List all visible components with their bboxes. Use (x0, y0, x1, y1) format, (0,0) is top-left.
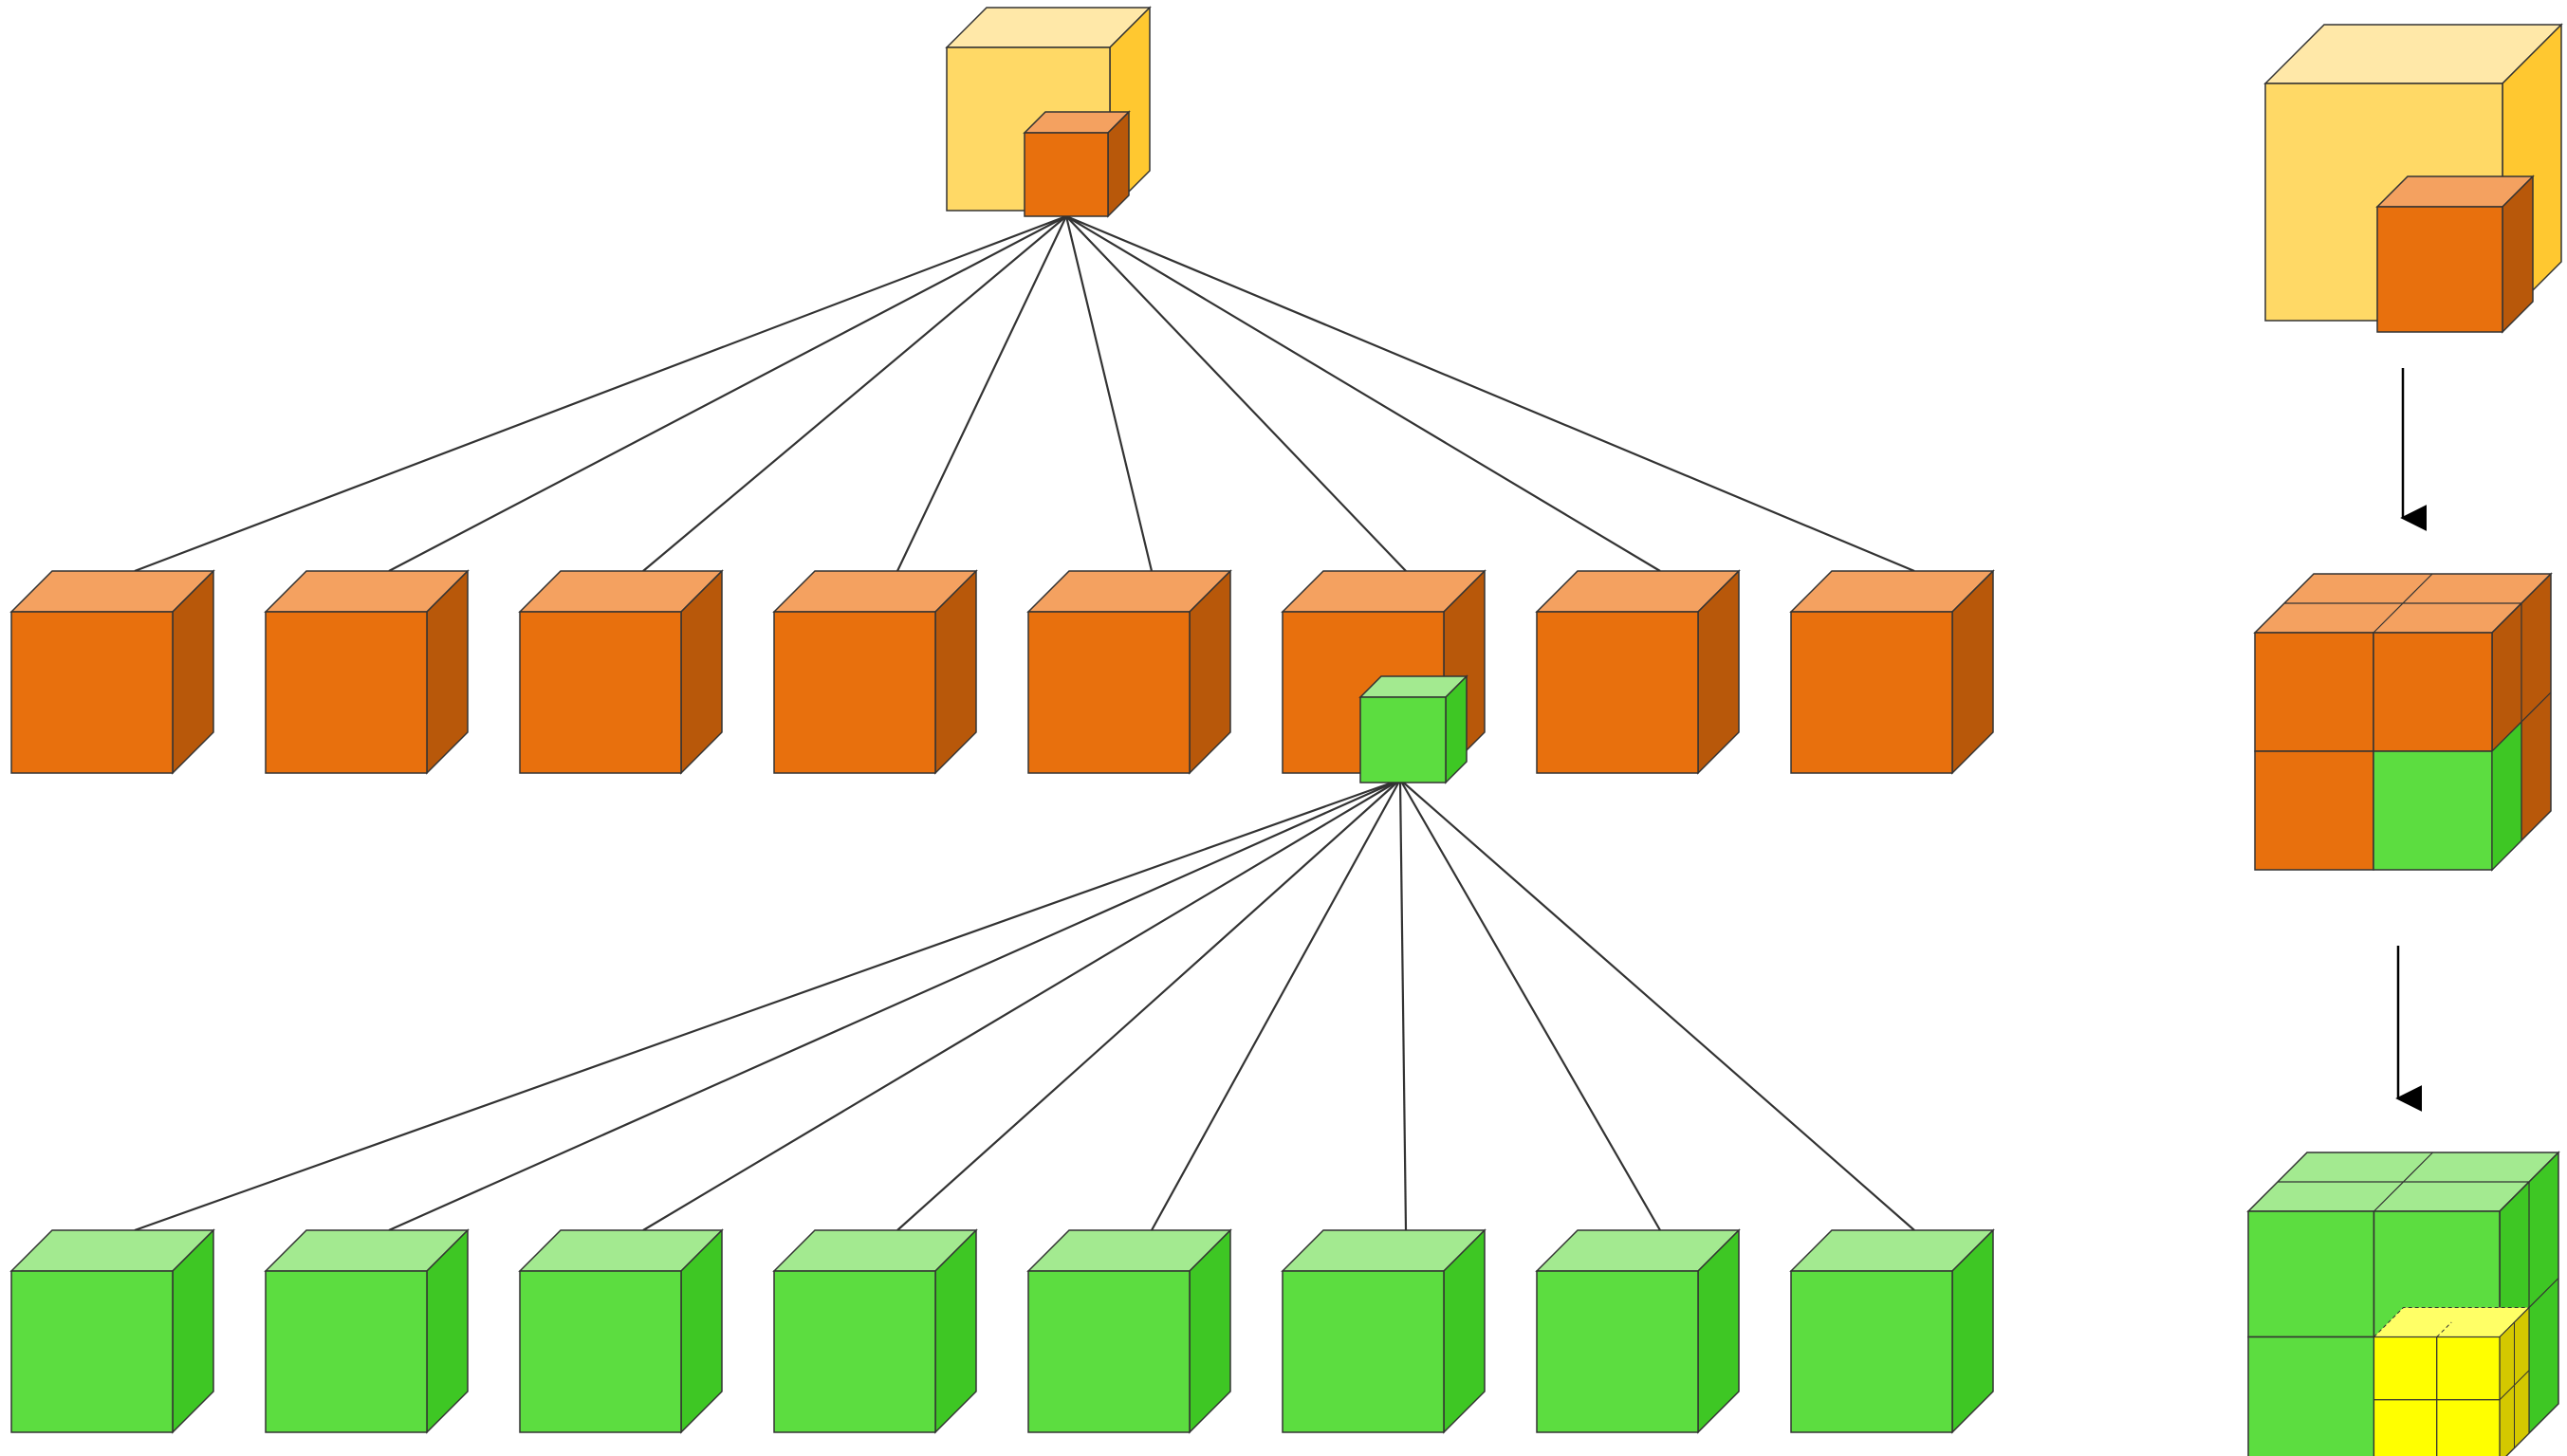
root-inner-cube-hidden-edges (1024, 111, 1129, 134)
level2-cube-6 (1281, 1228, 1487, 1434)
connector-node-to-child-6 (1398, 779, 1408, 1231)
connector-root-to-node-6 (1065, 215, 1407, 572)
level2-cube-7 (1535, 1228, 1741, 1434)
level2-cube-8 (1789, 1228, 1995, 1434)
level2-cube-4 (772, 1228, 978, 1434)
step3-yellow-cell-1 (2373, 1336, 2438, 1401)
connector-root-to-node-2 (388, 215, 1067, 572)
level1-cube-8 (1789, 569, 1995, 775)
level1-cube-4 (772, 569, 978, 775)
step3-yellow-top-split (2436, 1321, 2452, 1337)
step3-octant-bl (2247, 1336, 2375, 1456)
step3-octant-tl (2247, 1210, 2375, 1338)
step2-octant-tl (2254, 632, 2374, 752)
level2-cube-3 (518, 1228, 724, 1434)
step2-octant-br-green (2373, 750, 2493, 871)
connector-root-to-node-1 (134, 214, 1067, 573)
level2-cube-2-front (265, 1270, 428, 1433)
level1-cube-4-front (773, 611, 936, 774)
root-inner-cube-front (1024, 132, 1109, 217)
subdivision-steps (2246, 23, 2563, 1456)
connector-root-to-node-3 (642, 215, 1067, 572)
level1-cube-2-front (265, 611, 428, 774)
connector-node-to-child-8 (1399, 779, 1915, 1231)
level2-cube-7-front (1536, 1270, 1699, 1433)
step1-inner-cube (2375, 175, 2535, 334)
connector-node-to-child-2 (388, 778, 1401, 1232)
tree-connector-lines (134, 214, 1915, 1232)
step3-yellow-octant (2373, 1306, 2531, 1456)
step3-yellow-cell-3 (2373, 1399, 2438, 1456)
connector-root-to-node-4 (896, 215, 1067, 572)
step3-subdivided-cube (2246, 1151, 2560, 1456)
step2-octant-bl (2254, 750, 2374, 871)
level1-cube-5 (1026, 569, 1232, 775)
connector-root-to-node-5 (1064, 215, 1154, 572)
step1-inner-cube-front (2376, 206, 2503, 333)
connector-root-to-node-7 (1065, 215, 1661, 572)
level1-cube-7-front (1536, 611, 1699, 774)
level1-cube-3-front (519, 611, 682, 774)
level1-cube-2 (264, 569, 470, 775)
level1-inner-cube-6-hidden-edges (1359, 675, 1467, 698)
step3-yellow-cell-2 (2436, 1336, 2501, 1401)
tree-cubes (9, 6, 1995, 1434)
connector-node-to-child-1 (134, 778, 1401, 1232)
connector-node-to-child-3 (642, 779, 1401, 1231)
connector-node-to-child-7 (1399, 779, 1661, 1231)
level2-cube-4-front (773, 1270, 936, 1433)
level2-cube-3-front (519, 1270, 682, 1433)
step1-inner-cube-hidden-edges (2376, 175, 2533, 208)
level1-cube-5-front (1027, 611, 1191, 774)
level1-inner-cube-6 (1358, 674, 1468, 784)
level2-cube-5-front (1027, 1270, 1191, 1433)
level1-cube-1-front (10, 611, 174, 774)
level2-cube-1-front (10, 1270, 174, 1433)
level2-cube-5 (1026, 1228, 1232, 1434)
level2-cube-6-front (1282, 1270, 1445, 1433)
connector-root-to-node-8 (1065, 214, 1915, 573)
level2-cube-1 (9, 1228, 215, 1434)
level1-cube-7 (1535, 569, 1741, 775)
root-inner-cube (1023, 110, 1131, 218)
step3-yellow-cell-4 (2436, 1399, 2501, 1456)
level2-cube-8-front (1790, 1270, 1953, 1433)
step2-subdivided-cube (2253, 572, 2553, 872)
level1-cube-3 (518, 569, 724, 775)
step2-side-split-b (2491, 691, 2552, 752)
level2-cube-2 (264, 1228, 470, 1434)
level1-cube-1 (9, 569, 215, 775)
connector-node-to-child-5 (1151, 779, 1401, 1231)
step2-octant-tr (2373, 632, 2493, 752)
level1-inner-cube-6-front (1359, 696, 1447, 783)
level1-cube-8-front (1790, 611, 1953, 774)
connector-node-to-child-4 (896, 779, 1401, 1231)
